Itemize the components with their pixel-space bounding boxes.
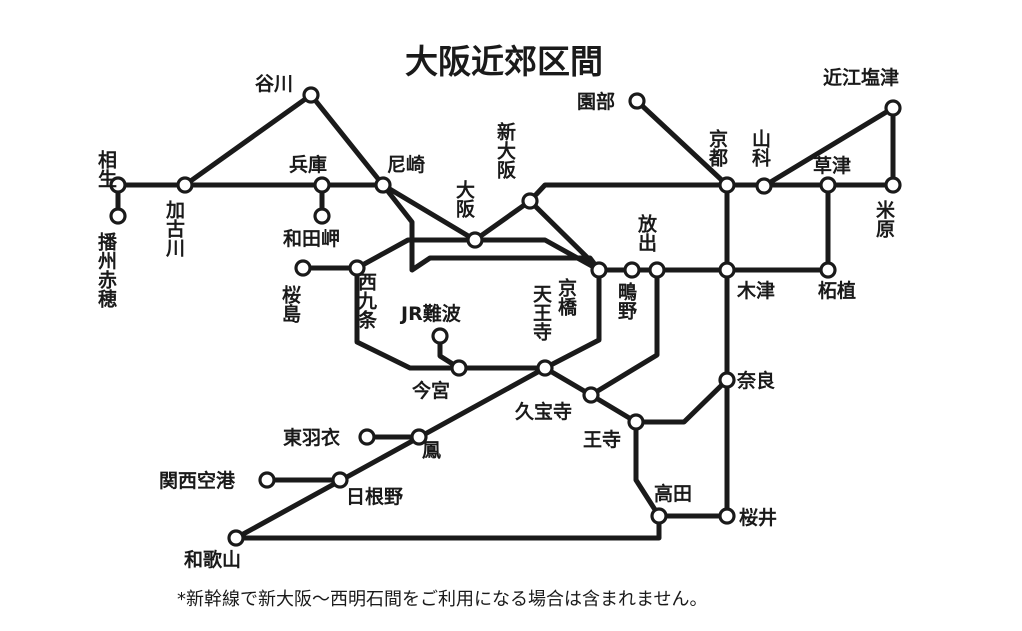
line-sonobe-kyoto [634,98,730,188]
station-marker-shin-osaka[interactable] [521,192,539,210]
station-label-otori: 鳳 [419,440,441,460]
station-markers [109,86,902,547]
station-marker-otori[interactable] [410,428,428,446]
station-label-imamiya: 今宮 [411,379,450,402]
station-label-osaka: 大阪 [453,179,475,219]
station-label-tanigawa: 谷川 [255,73,293,95]
station-label-banshu-ako: 播州赤穂 [95,232,117,309]
station-label-nishikujo: 西九条 [355,272,378,329]
station-marker-jr-namba[interactable] [431,327,449,345]
station-marker-wadamisaki[interactable] [313,207,331,225]
station-label-tennoji: 天王寺 [530,284,552,341]
line-oji-takada [633,419,730,519]
line-osaka-loop [354,237,602,371]
station-label-kakogawa: 加古川 [163,200,186,258]
station-marker-shigino[interactable] [623,261,641,279]
station-label-kizu: 木津 [736,279,775,302]
station-label-sakurai: 桜井 [739,506,777,529]
station-marker-hineno[interactable] [331,471,349,489]
line-wakayama-takada [233,513,662,541]
station-marker-nishikujo[interactable] [348,259,366,277]
station-marker-oji[interactable] [627,413,645,431]
station-label-jr-namba: JR難波 [399,302,462,325]
station-label-shigino: 鴫野 [615,281,637,320]
station-marker-omi-shiotsu[interactable] [884,99,902,117]
line-hanaten-kudaraji [588,267,660,398]
station-marker-kansai-airport[interactable] [258,471,276,489]
station-marker-aioi[interactable] [109,176,127,194]
footnote: *新幹線で新大阪〜西明石間をご利用になる場合は含まれません。 [177,589,707,610]
station-marker-tennoji[interactable] [536,359,554,377]
station-label-takada: 高田 [654,482,692,505]
station-marker-nara[interactable] [718,371,736,389]
station-label-sakurajima: 桜島 [279,284,301,324]
station-label-oji: 王寺 [583,429,621,451]
line-aioi-kyoto [115,182,896,243]
station-label-maibara: 米原 [873,199,895,239]
station-label-nara: 奈良 [736,369,775,392]
station-marker-takada[interactable] [650,507,668,525]
station-label-hanaten: 放出 [635,213,658,252]
station-label-shin-osaka: 新大阪 [494,121,516,180]
station-label-kyoto: 京都 [706,128,729,167]
station-marker-amagasaki[interactable] [374,176,392,194]
station-label-omi-shiotsu: 近江塩津 [823,66,899,89]
station-label-higashihagoromo: 東羽衣 [283,426,340,449]
station-label-wakayama: 和歌山 [184,548,241,571]
station-marker-wakayama[interactable] [227,529,245,547]
line-shinosaka-kyobashi [527,198,603,273]
station-marker-tsuge[interactable] [819,261,837,279]
station-marker-osaka[interactable] [466,231,484,249]
station-marker-yamashina[interactable] [755,177,773,195]
station-label-sonobe: 園部 [577,90,615,113]
station-label-aioi: 相生 [95,150,117,188]
station-marker-banshu-ako[interactable] [109,207,127,225]
station-marker-imamiya[interactable] [450,359,468,377]
station-marker-kudaraji[interactable] [582,386,600,404]
station-marker-kusatsu[interactable] [819,176,837,194]
station-marker-sonobe[interactable] [628,92,646,110]
station-marker-kakogawa[interactable] [176,176,194,194]
line-kakogawa-tanigawa [182,92,386,188]
station-label-hyogo: 兵庫 [289,153,327,176]
station-marker-kizu[interactable] [718,261,736,279]
station-label-kudaraji: 久宝寺 [515,400,572,423]
station-marker-kyoto[interactable] [718,176,736,194]
station-marker-hyogo[interactable] [313,176,331,194]
station-label-wadamisaki: 和田岬 [283,227,340,250]
station-marker-kyobashi[interactable] [590,261,608,279]
station-labels-vertical: 相生 播州赤穂 加古川 大阪 新大阪 桜島 西九条 天王寺 京橋 鴫野 放出 京… [95,121,895,460]
station-label-kansai-airport: 関西空港 [159,469,236,492]
map-title: 大阪近郊区間 [405,42,603,81]
rail-lines [115,92,896,541]
station-label-amagasaki: 尼崎 [387,153,425,176]
station-label-kusatsu: 草津 [813,154,851,177]
station-marker-higashihagoromo[interactable] [358,428,376,446]
station-marker-sakurai[interactable] [718,507,736,525]
station-label-tsuge: 柘植 [818,279,856,302]
station-marker-sakurajima[interactable] [294,259,312,277]
station-label-hineno: 日根野 [346,485,403,508]
station-label-yamashina: 山科 [749,129,771,168]
station-marker-tanigawa[interactable] [302,86,320,104]
station-marker-maibara[interactable] [884,176,902,194]
station-marker-hanaten[interactable] [648,261,666,279]
station-label-kyobashi: 京橋 [555,277,577,317]
line-tennoji-wakayama [233,365,548,541]
station-labels: 谷川 兵庫 和田岬 尼崎 JR難波 今宮 園部 近江塩津 草津 木津 柘植 奈良… [159,66,899,571]
